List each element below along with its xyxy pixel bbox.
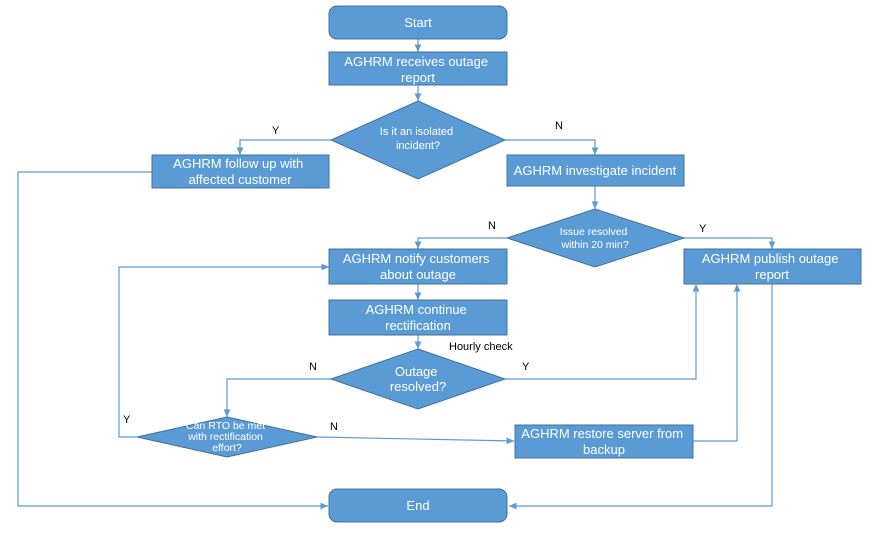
- investigate-label: AGHRM investigate incident: [514, 163, 677, 178]
- edge-label-rto-yes: Y: [123, 414, 131, 426]
- edge-label-outage-yes: Y: [522, 361, 530, 373]
- resolved-20min-decision: Issue resolved within 20 min?: [505, 208, 686, 268]
- receive-report-line-2: report: [401, 70, 435, 85]
- publish-report-line-1: AGHRM publish outage: [702, 251, 839, 266]
- notify-customers-line-2: about outage: [380, 267, 456, 282]
- edge-publish-end: [508, 284, 773, 510]
- receive-report-line-1: AGHRM receives outage: [344, 54, 488, 69]
- start-node: Start: [328, 5, 508, 40]
- edge-label-hourly-check: Hourly check: [449, 341, 513, 353]
- receive-report-node: AGHRM receives outage report: [328, 51, 508, 86]
- edge-resolved20-no: [414, 237, 507, 249]
- end-label: End: [406, 498, 429, 513]
- publish-report-line-2: report: [755, 267, 789, 282]
- follow-up-line-2: affected customer: [188, 172, 292, 187]
- edge-outage-yes: [505, 284, 700, 380]
- follow-up-node: AGHRM follow up with affected customer: [151, 154, 330, 189]
- edge-label-isolated-yes: Y: [272, 125, 280, 137]
- notify-customers-line-1: AGHRM notify customers: [343, 251, 490, 266]
- follow-up-line-1: AGHRM follow up with: [173, 156, 303, 171]
- edge-outage-no: [223, 378, 331, 417]
- isolated-incident-line-2: incident?: [396, 140, 440, 152]
- svg-text:Can RTO be met with rect: Can RTO be met with rectification effort…: [186, 420, 268, 454]
- resolved-20min-line-2: within 20 min?: [560, 239, 628, 251]
- svg-text:End: End: [406, 498, 429, 513]
- svg-text:Issue resolved within 20: Issue resolved within 20 min?: [560, 226, 631, 251]
- edges: [17, 39, 776, 510]
- start-label: Start: [404, 15, 432, 30]
- investigate-node: AGHRM investigate incident: [506, 154, 685, 187]
- svg-text:Outage resolved?: Outage resolved?: [390, 364, 446, 394]
- edge-label-outage-no: N: [309, 361, 317, 373]
- edge-followup-end: [17, 171, 328, 510]
- edge-isolated-no: [505, 139, 599, 155]
- restore-backup-line-2: backup: [583, 442, 625, 457]
- svg-text:AGHRM receives outage re: AGHRM receives outage report: [344, 54, 491, 85]
- continue-rectification-node: AGHRM continue rectification: [328, 299, 508, 336]
- rto-line-2: with rectification: [187, 431, 263, 443]
- svg-text:AGHRM follow up with aff: AGHRM follow up with affected customer: [173, 156, 307, 187]
- svg-text:AGHRM publish outage re: AGHRM publish outage report: [702, 251, 842, 282]
- edge-rto-no: [316, 436, 515, 445]
- edge-resolved20-yes: [684, 237, 776, 249]
- outage-resolved-line-1: Outage: [395, 364, 438, 379]
- rto-decision: Can RTO be met with rectification effort…: [136, 416, 318, 458]
- notify-customers-node: AGHRM notify customers about outage: [328, 248, 508, 285]
- isolated-incident-decision: Is it an isolated incident?: [329, 100, 507, 180]
- svg-text:Start: Start: [404, 15, 432, 30]
- svg-text:AGHRM investigate incident: AGHRM investigate incident: [514, 163, 677, 178]
- rto-line-3: effort?: [212, 442, 242, 454]
- edge-restore-publish: [693, 284, 741, 442]
- restore-backup-node: AGHRM restore server from backup: [514, 424, 694, 459]
- edge-label-rto-no: N: [330, 421, 338, 433]
- outage-resolved-decision: Outage resolved?: [329, 348, 507, 410]
- isolated-incident-line-1: Is it an isolated: [380, 126, 453, 138]
- edge-label-isolated-no: N: [555, 120, 563, 132]
- svg-text:Is it an isolated incide: Is it an isolated incident?: [380, 126, 456, 152]
- edge-labels: Y N N Y Hourly check N Y Y N: [123, 120, 707, 433]
- svg-text:AGHRM continue rectifica: AGHRM continue rectification: [366, 302, 471, 333]
- resolved-20min-line-1: Issue resolved: [560, 226, 628, 238]
- continue-rectification-line-1: AGHRM continue: [366, 302, 467, 317]
- restore-backup-line-1: AGHRM restore server from: [521, 426, 683, 441]
- outage-resolved-line-2: resolved?: [390, 379, 446, 394]
- continue-rectification-line-2: rectification: [385, 318, 451, 333]
- publish-report-node: AGHRM publish outage report: [683, 248, 862, 285]
- svg-text:AGHRM restore server from: AGHRM restore server from backup: [521, 426, 686, 457]
- edge-rto-yes: [118, 263, 329, 438]
- rto-line-1: Can RTO be met: [186, 420, 265, 432]
- end-node: End: [328, 488, 508, 523]
- svg-text:AGHRM notify customers: AGHRM notify customers about outage: [343, 251, 493, 282]
- edge-label-resolved20-no: N: [488, 220, 496, 232]
- edge-label-resolved20-yes: Y: [699, 223, 707, 235]
- edge-isolated-yes: [236, 139, 331, 155]
